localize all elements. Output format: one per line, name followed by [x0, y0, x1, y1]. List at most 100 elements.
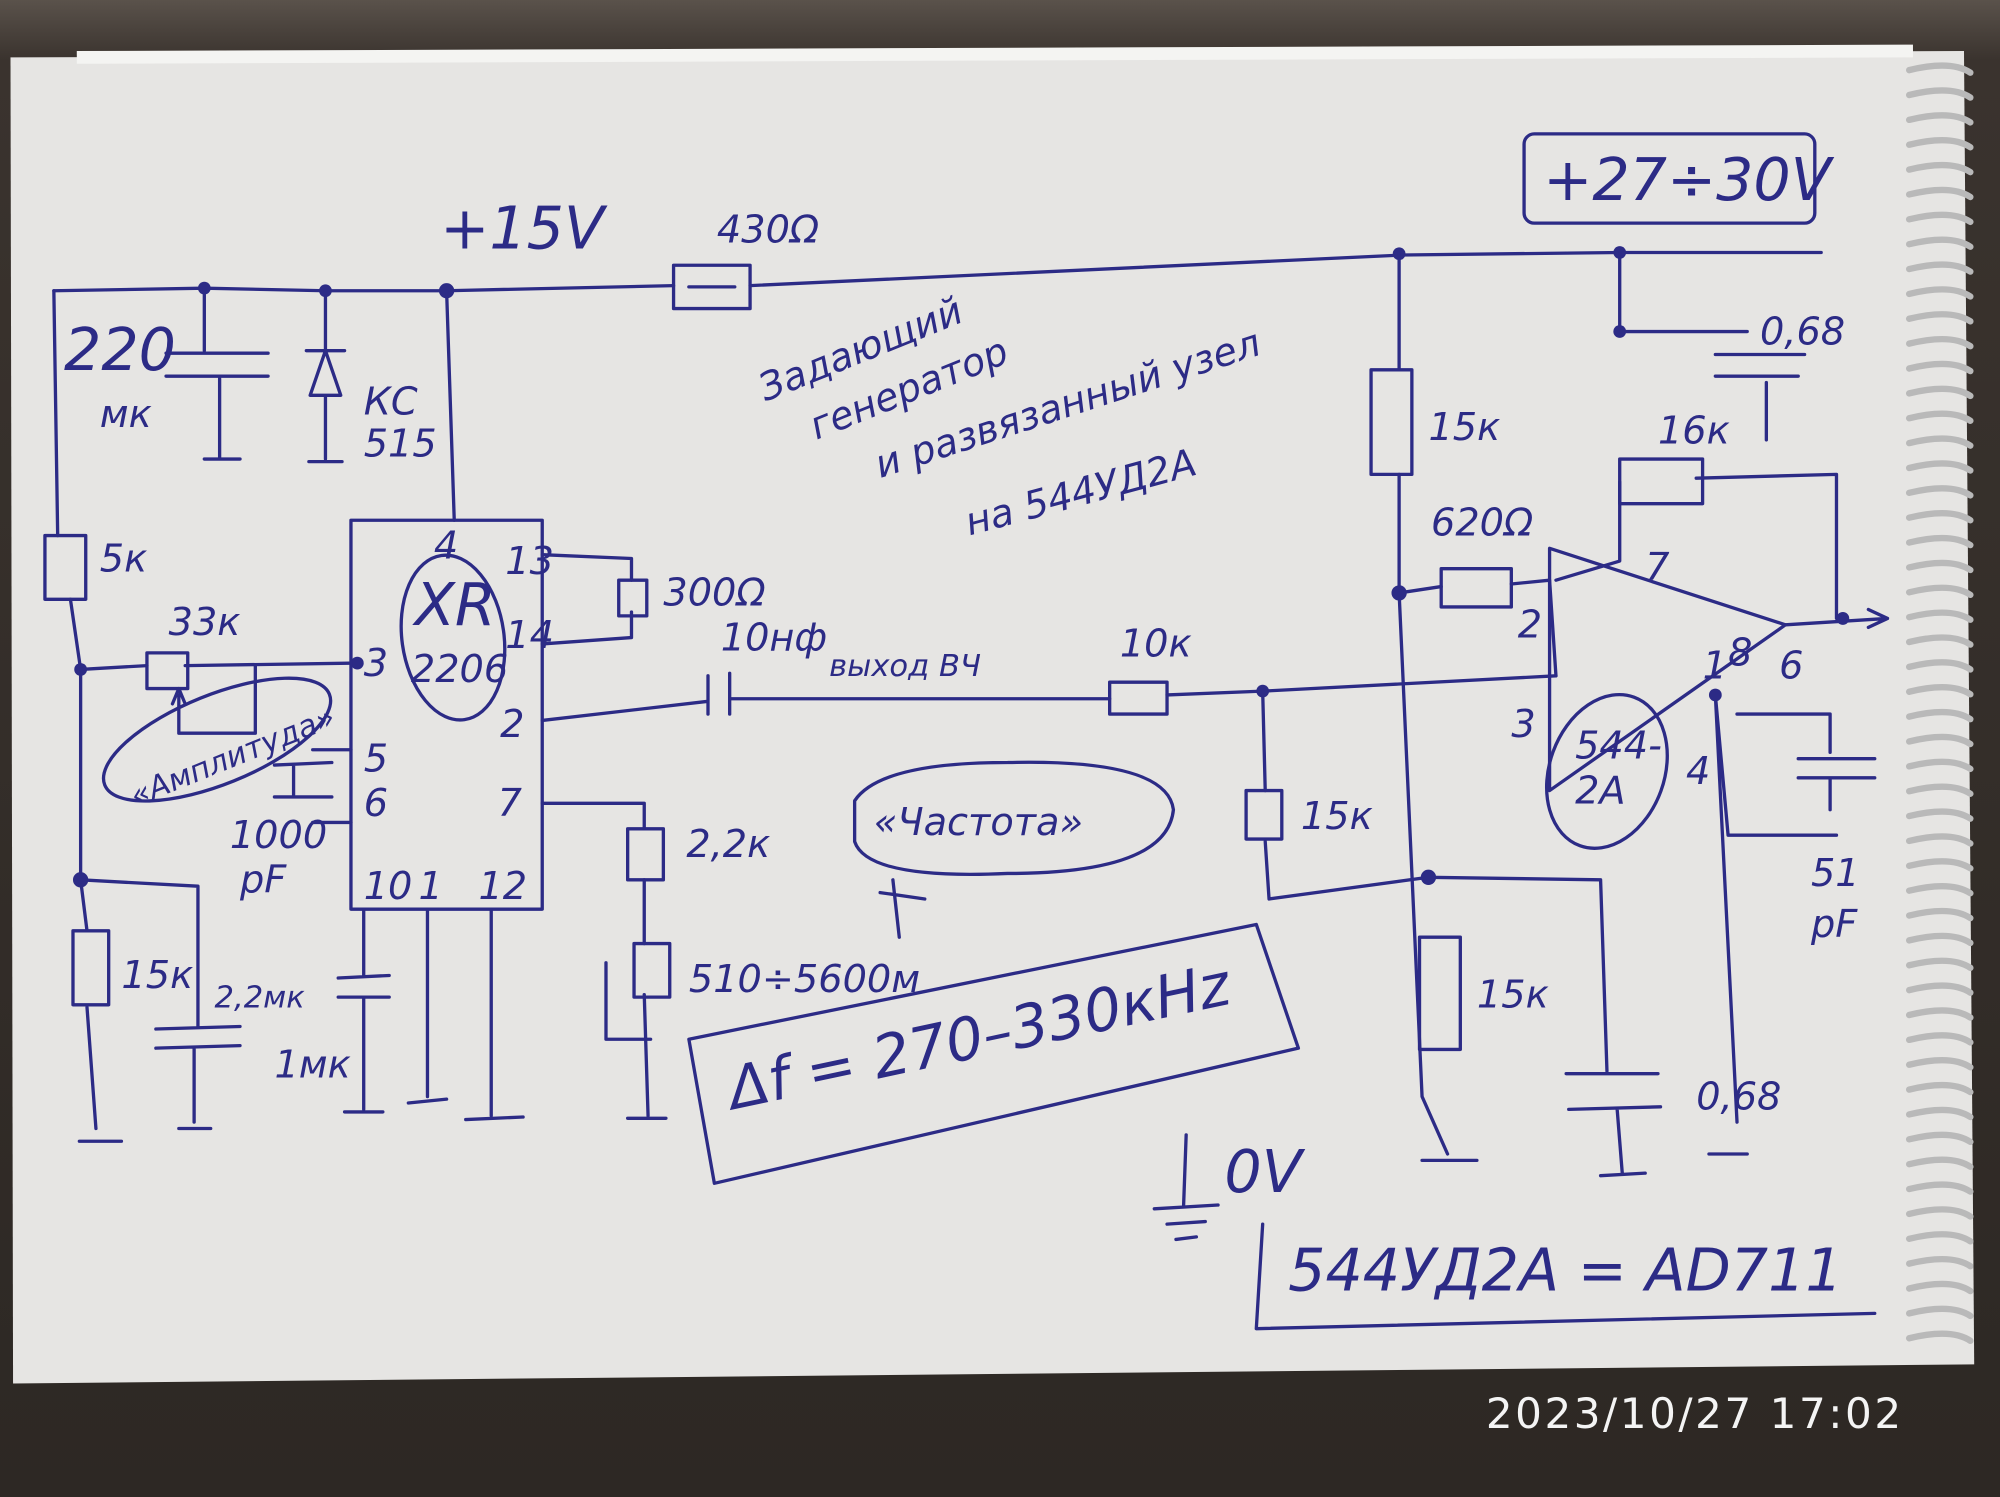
node — [1613, 325, 1627, 338]
label-r22k: 2,2к — [686, 822, 770, 867]
node — [1836, 612, 1850, 625]
spiral-ring — [1905, 286, 1974, 300]
resistor-5k — [43, 533, 88, 601]
spiral-binding — [1905, 62, 1974, 1344]
pin-4: 4 — [434, 524, 458, 569]
spiral-ring — [1905, 261, 1974, 275]
resistor-16k — [1618, 457, 1705, 506]
label-c068-bottom: 0,68 — [1696, 1074, 1781, 1119]
opamp-pin-6: 6 — [1779, 643, 1803, 688]
resistor-2-2k — [626, 827, 666, 882]
node — [1420, 869, 1437, 885]
label-0v: 0V — [1224, 1138, 1305, 1206]
spiral-ring — [1905, 485, 1974, 499]
spiral-ring — [1905, 1032, 1974, 1046]
opamp-output-arrow — [1783, 607, 1890, 630]
photo-timestamp: 2023/10/27 17:02 — [1486, 1389, 1904, 1438]
label-output: выход ВЧ — [829, 649, 981, 684]
delta-f-box — [687, 922, 1301, 1185]
spiral-ring — [1905, 957, 1974, 972]
spiral-ring — [1905, 932, 1974, 947]
spiral-ring — [1905, 460, 1974, 474]
spiral-ring — [1905, 534, 1974, 549]
spiral-ring — [1905, 1255, 1974, 1270]
opamp-pin-4: 4 — [1686, 749, 1710, 794]
opamp-name-2: 2A — [1575, 768, 1626, 813]
opamp-label-ellipse — [1544, 692, 1669, 850]
node — [1708, 688, 1722, 702]
spiral-ring — [1905, 882, 1974, 897]
spiral-ring — [1905, 1057, 1974, 1071]
wire-300 — [540, 553, 634, 646]
label-r15k-top: 15к — [1428, 405, 1500, 450]
wire-pot33 — [78, 661, 359, 672]
spiral-ring — [1905, 1081, 1974, 1096]
spiral-ring — [1905, 733, 1974, 748]
label-pot33k: 33к — [169, 600, 241, 645]
label-c1000-2: pF — [239, 858, 287, 903]
opamp-pin-3: 3 — [1511, 702, 1535, 747]
resistor-15k-bottom — [1417, 935, 1462, 1052]
spiral-ring — [1905, 808, 1974, 822]
spiral-ring — [1905, 161, 1974, 176]
label-c1000-1: 1000 — [230, 813, 327, 858]
label-c10nf: 10нф — [721, 615, 827, 660]
ground-icon — [1152, 1133, 1220, 1242]
wire-high-rail — [748, 250, 1823, 288]
paper-edge — [76, 44, 1914, 64]
wire-right-divider — [1397, 252, 1479, 1163]
spiral-ring — [1905, 708, 1974, 723]
spiral-ring — [1905, 1156, 1974, 1170]
label-frequency: «Частота» — [874, 800, 1083, 845]
spiral-ring — [1905, 858, 1974, 872]
spiral-ring — [1905, 186, 1974, 201]
wire-compensation — [1707, 693, 1877, 1156]
label-15v: +15V — [440, 195, 608, 263]
spiral-ring — [1905, 410, 1974, 424]
spiral-ring — [1905, 236, 1974, 250]
spiral-ring — [1905, 509, 1974, 524]
label-r15k-mid: 15к — [1301, 794, 1373, 839]
wire-pin4 — [444, 289, 456, 522]
label-pot-range: 510÷5600м — [689, 957, 920, 1002]
label-c51-2: pF — [1810, 902, 1858, 947]
pot33-wiper — [170, 663, 257, 735]
pin-3: 3 — [364, 641, 388, 686]
wire-pin7 — [540, 801, 668, 1120]
ic-label-ellipse — [399, 553, 507, 722]
frequency-pointer — [878, 878, 927, 939]
paper-sheet — [10, 51, 1975, 1384]
node — [350, 656, 364, 670]
opamp-name-1: 544- — [1575, 724, 1662, 769]
resistor-15k-left — [71, 929, 111, 1007]
supply-high-box — [1522, 132, 1817, 225]
spiral-ring — [1905, 435, 1974, 449]
label-c220-1: 220 — [64, 316, 176, 384]
pin-10: 10 — [364, 864, 413, 909]
spiral-ring — [1905, 833, 1974, 847]
spiral-ring — [1905, 360, 1974, 375]
pin-2: 2 — [500, 702, 524, 747]
resistor-15k-mid — [1244, 788, 1284, 841]
pin-13: 13 — [505, 539, 554, 584]
spiral-ring — [1905, 684, 1974, 698]
resistor-620 — [1439, 567, 1513, 609]
spiral-ring — [1905, 1181, 1974, 1195]
spiral-ring — [1905, 659, 1974, 673]
equivalence-box — [1254, 1222, 1877, 1331]
label-r15k-left: 15к — [121, 953, 193, 998]
cap-1000pf — [272, 748, 353, 825]
label-c1mk: 1мк — [274, 1042, 350, 1087]
potentiometer-33k — [145, 651, 190, 691]
spiral-ring — [1905, 311, 1974, 325]
resistor-10k — [1108, 680, 1169, 716]
spiral-ring — [1905, 1330, 1974, 1344]
label-r5k: 5к — [100, 536, 147, 581]
label-r15k-bottom: 15к — [1477, 972, 1549, 1017]
pin-1: 1 — [419, 864, 443, 909]
opamp-pin-1: 1 — [1703, 643, 1727, 688]
spiral-ring — [1905, 1131, 1974, 1146]
cap-220 — [164, 286, 270, 461]
